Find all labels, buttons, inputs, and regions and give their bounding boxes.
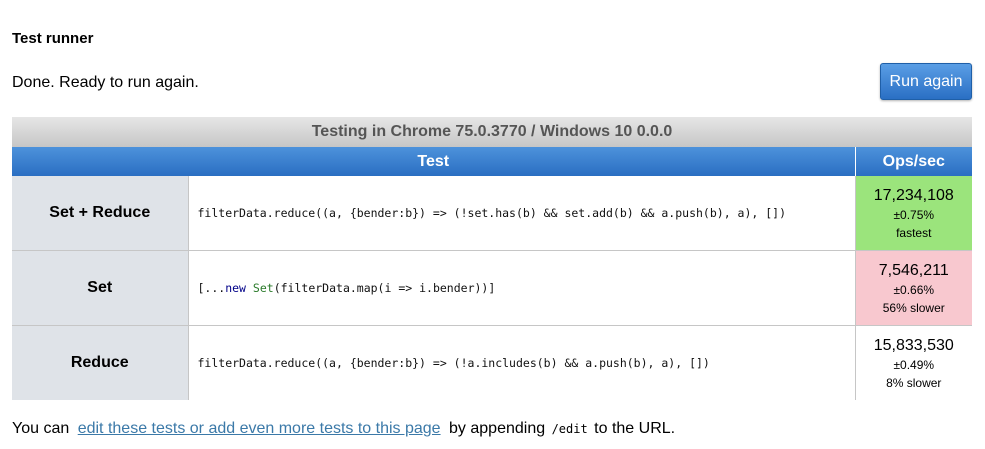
status-text: Done. Ready to run again.: [12, 74, 199, 91]
ops-cell: 7,546,211 ±0.66% 56% slower: [854, 250, 973, 326]
column-header-ops: Ops/sec: [854, 147, 973, 176]
ops-cell: 15,833,530 ±0.49% 8% slower: [854, 325, 973, 400]
footer-middle: by appending: [449, 420, 546, 437]
test-code: filterData.reduce((a, {bender:b}) => (!a…: [188, 325, 855, 400]
footer-text: You can edit these tests or add even mor…: [12, 420, 675, 438]
test-name: Set: [12, 250, 189, 326]
code-type: Set: [252, 281, 274, 295]
ops-error: ±0.49%: [893, 357, 935, 372]
ops-value: 17,234,108: [873, 186, 954, 204]
code-text: (filterData.map(i => i.bender))]: [273, 281, 496, 295]
page-title: Test runner: [12, 30, 94, 47]
ops-value: 7,546,211: [878, 261, 949, 279]
ops-error: ±0.75%: [893, 207, 935, 222]
ops-note: 56% slower: [882, 300, 945, 315]
ops-cell: 17,234,108 ±0.75% fastest: [854, 176, 973, 251]
ops-value: 15,833,530: [873, 336, 954, 354]
test-name: Set + Reduce: [12, 176, 189, 251]
edit-path-code: /edit: [551, 422, 588, 436]
test-code: [...new Set(filterData.map(i => i.bender…: [188, 250, 855, 326]
code-text: [246, 281, 253, 295]
ops-note: 8% slower: [886, 375, 942, 390]
code-text: [...: [197, 281, 226, 295]
ops-error: ±0.66%: [893, 282, 935, 297]
column-header-test: Test: [12, 147, 855, 176]
table-row: Reduce filterData.reduce((a, {bender:b})…: [12, 325, 973, 400]
edit-tests-link[interactable]: edit these tests or add even more tests …: [77, 420, 441, 437]
table-header-row: Test Ops/sec: [12, 147, 973, 176]
ops-note: fastest: [896, 225, 932, 240]
results-table: Testing in Chrome 75.0.3770 / Windows 10…: [12, 117, 973, 400]
run-again-button[interactable]: Run again: [880, 63, 972, 100]
footer-suffix: to the URL.: [594, 420, 676, 437]
table-row: Set + Reduce filterData.reduce((a, {bend…: [12, 176, 973, 251]
table-caption: Testing in Chrome 75.0.3770 / Windows 10…: [12, 117, 973, 147]
table-row: Set [...new Set(filterData.map(i => i.be…: [12, 250, 973, 326]
footer-prefix: You can: [12, 420, 70, 437]
test-name: Reduce: [12, 325, 189, 400]
code-keyword: new: [225, 281, 246, 295]
test-code: filterData.reduce((a, {bender:b}) => (!s…: [197, 206, 787, 220]
